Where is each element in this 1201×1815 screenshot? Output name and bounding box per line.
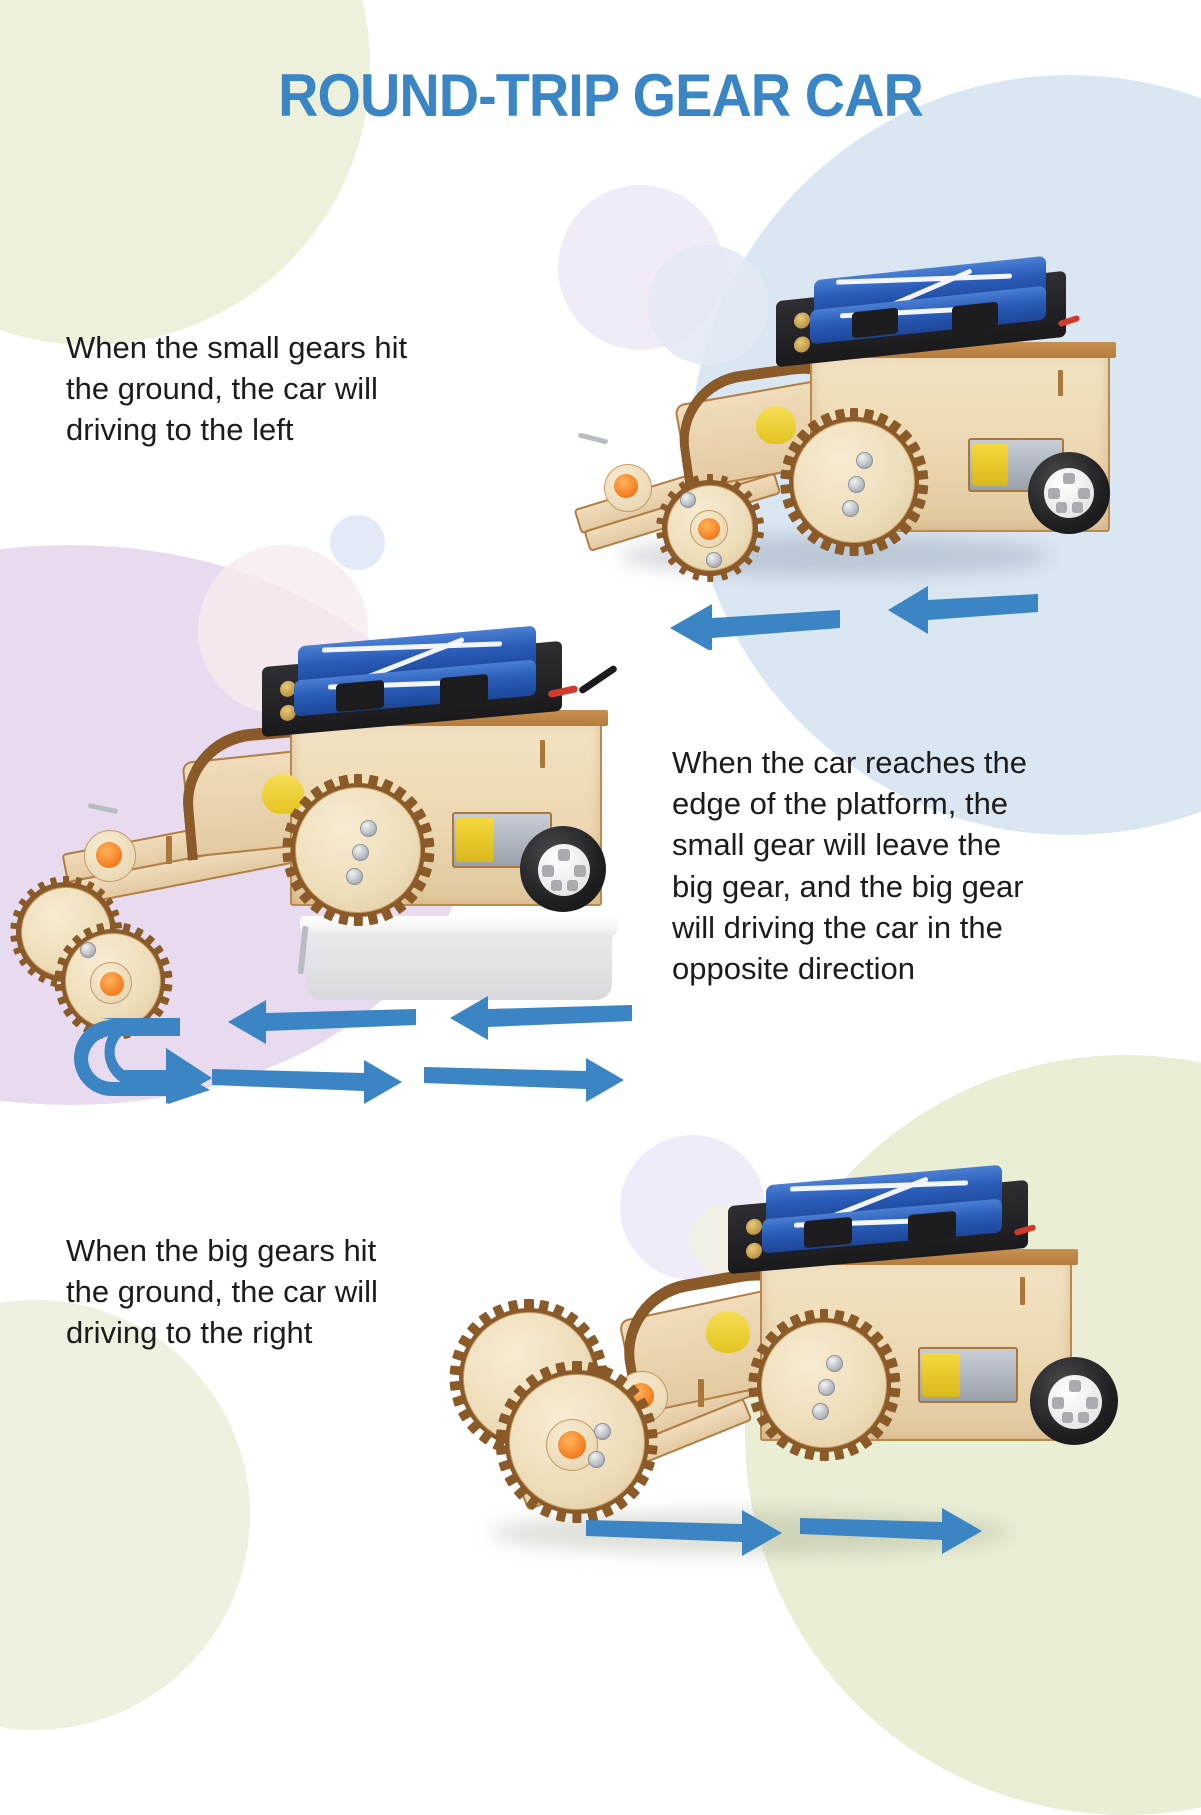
car-body-slot	[540, 740, 545, 768]
gear-screw	[856, 452, 873, 469]
gear-screw	[706, 552, 722, 568]
big-gear	[281, 774, 435, 926]
product-photo-big-gears-down	[430, 1155, 1130, 1555]
gear-arm-slot	[166, 836, 172, 864]
gear-screw	[848, 476, 865, 493]
product-photo-at-platform-edge	[0, 625, 640, 1040]
small-gear-front	[656, 474, 764, 582]
battery-clip-2	[440, 673, 488, 707]
rear-wheel-rim	[538, 844, 590, 896]
battery-contact-1	[746, 1218, 762, 1236]
arrow-left-icon	[888, 586, 1038, 634]
platform-edge-face	[306, 938, 612, 1000]
arrow-right-icon	[586, 1510, 782, 1556]
battery-stripe	[836, 273, 1012, 285]
u-turn-arrow-icon	[74, 1006, 212, 1104]
big-gear	[747, 1309, 901, 1461]
arrow-right-icon	[424, 1058, 624, 1102]
yellow-gear-peek	[262, 774, 304, 814]
decorative-circle-blue-1	[648, 245, 768, 365]
big-gear	[779, 408, 929, 556]
battery-contact-2	[794, 335, 810, 354]
caption-at-platform-edge: When the car reaches the edge of the pla…	[672, 745, 1027, 987]
battery-stripe	[321, 641, 503, 653]
gear-screw	[588, 1451, 605, 1468]
arrow-left-icon	[450, 996, 632, 1040]
gear-hub-orange	[558, 1431, 586, 1459]
battery-clip-1	[804, 1216, 852, 1249]
decorative-circle-blue-2	[330, 515, 385, 570]
gear-screw	[812, 1403, 829, 1420]
gear-hub	[90, 962, 132, 1004]
rear-wheel-rim	[1048, 1375, 1102, 1429]
axle-pin	[87, 802, 119, 815]
battery-clip-2	[908, 1210, 956, 1243]
gear-screw	[346, 868, 363, 885]
page-title: ROUND-TRIP GEAR CAR	[278, 62, 924, 129]
yellow-gear-peek	[706, 1311, 750, 1353]
motor-yellow-gearbox	[972, 444, 1008, 486]
background-blob-green-top-left	[0, 0, 370, 345]
arrow-left-icon	[670, 604, 840, 650]
gear-screw	[680, 492, 696, 508]
axle-pin	[577, 432, 609, 445]
background-blob-green-bottom-left	[0, 1300, 250, 1730]
caption-big-gears-down: When the big gears hit the ground, the c…	[66, 1233, 378, 1351]
arrow-left-icon	[228, 1000, 416, 1044]
gear-screw	[360, 820, 377, 837]
car-body-slot	[1020, 1277, 1025, 1305]
battery-clip-1	[336, 679, 384, 713]
support-pin	[297, 925, 309, 975]
arrow-right-icon	[212, 1060, 402, 1104]
motor-yellow-gearbox	[456, 818, 494, 862]
gear-hub-orange	[100, 972, 124, 996]
gear-screw	[818, 1379, 835, 1396]
battery-contact-2	[746, 1242, 762, 1260]
gear-hub-orange	[698, 518, 720, 540]
small-gear-front	[54, 922, 172, 1040]
axle-pulley-orange	[614, 474, 638, 498]
gear-arm-slot	[698, 1379, 704, 1407]
product-photo-small-gears-down	[560, 255, 1160, 588]
motor-yellow-gearbox	[922, 1353, 960, 1397]
platform-top	[300, 916, 618, 940]
power-wire-black	[577, 664, 619, 695]
rear-wheel-rim	[1044, 468, 1094, 518]
big-gear-ground-front	[495, 1361, 659, 1523]
yellow-gear-peek	[756, 406, 796, 444]
gear-screw	[842, 500, 859, 517]
gear-screw	[80, 942, 96, 958]
gear-screw	[352, 844, 369, 861]
gear-screw	[826, 1355, 843, 1372]
battery-clip-1	[852, 307, 898, 339]
battery-contact-1	[794, 311, 810, 330]
gear-screw	[594, 1423, 611, 1440]
axle-pulley-orange	[96, 842, 122, 868]
arrow-right-icon	[800, 1508, 982, 1554]
battery-stripe	[789, 1180, 969, 1192]
battery-clip-2	[952, 301, 998, 333]
car-body-slot	[1058, 370, 1063, 396]
caption-small-gears-down: When the small gears hit the ground, the…	[66, 330, 408, 448]
